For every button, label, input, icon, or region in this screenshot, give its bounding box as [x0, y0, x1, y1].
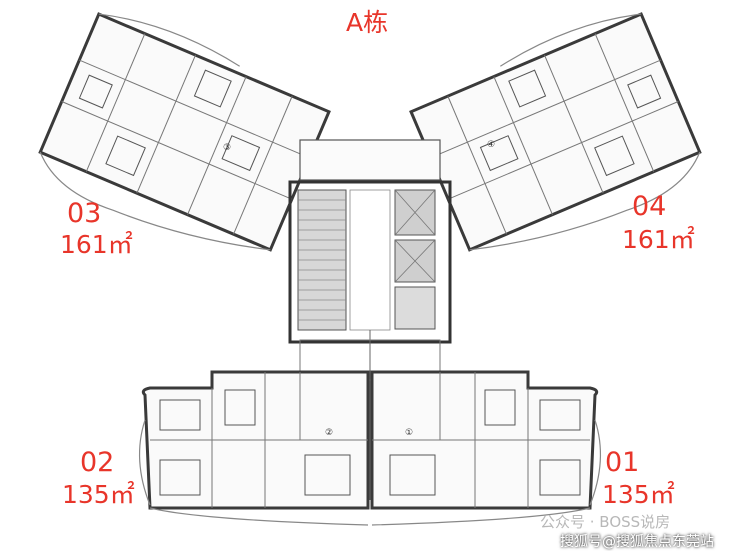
- wing-unit-03: [38, 12, 331, 252]
- unit-03-area: 161㎡: [60, 230, 133, 259]
- central-core: [288, 139, 452, 500]
- unit-02-area: 135㎡: [62, 480, 135, 509]
- unit-03-number: 03: [67, 198, 102, 229]
- unit-mark-02: ②: [325, 428, 334, 438]
- unit-04-area: 161㎡: [622, 225, 695, 254]
- unit-mark-01: ①: [405, 428, 414, 438]
- watermark-bottom: 搜狐号@搜狐焦点东莞站: [560, 534, 714, 550]
- unit-mark-03: ③: [223, 143, 232, 153]
- wing-unit-02: [138, 370, 370, 526]
- unit-mark-04: ④: [487, 140, 496, 150]
- unit-02-number: 02: [80, 447, 115, 478]
- wing-unit-01: [370, 370, 602, 526]
- unit-01-area: 135㎡: [602, 480, 675, 509]
- unit-04-number: 04: [632, 191, 667, 222]
- watermark-top: 公众号 · BOSS说房: [540, 513, 671, 531]
- building-title: A栋: [346, 8, 389, 37]
- wing-unit-04: [409, 12, 702, 252]
- unit-01-number: 01: [605, 447, 640, 478]
